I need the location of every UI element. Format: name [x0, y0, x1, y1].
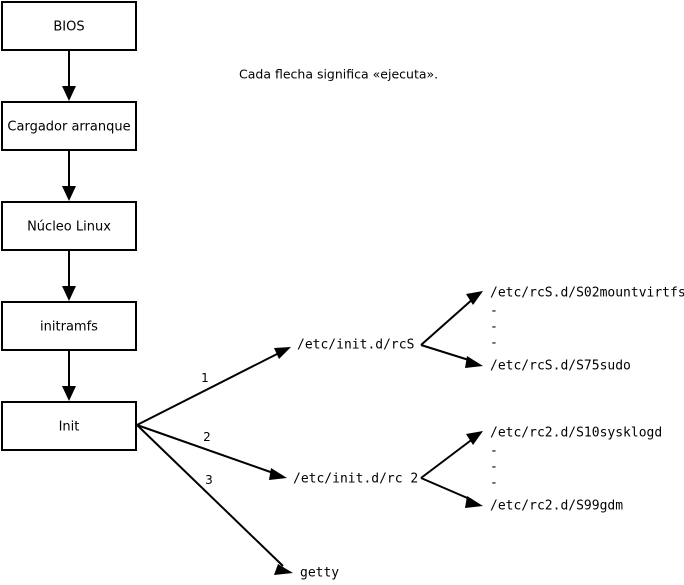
node-kernel-label: Núcleo Linux: [27, 220, 111, 235]
arrow-bios-to-bootloader: [62, 50, 76, 101]
node-init-rect: [1, 401, 137, 451]
arrow-bootloader-to-kernel: [62, 150, 76, 201]
rcs-ellipsis-dash-1: -: [490, 304, 498, 319]
node-bios: BIOS: [1, 1, 137, 51]
arrow-initramfs-to-init: [62, 350, 76, 401]
node-initramfs-label: initramfs: [40, 320, 98, 335]
arrow-init-branch-1: [136, 347, 291, 426]
node-bootloader-label: Cargador arranque: [7, 120, 130, 135]
arrow-rcs-to-last-script: [420, 344, 483, 368]
node-init-label: Init: [59, 420, 80, 435]
label-rcs-first-script: /etc/rcS.d/S02mountvirtfs: [490, 286, 684, 301]
rcs-ellipsis-dash-2: -: [490, 320, 498, 335]
rc2-ellipsis-dash-2: -: [490, 460, 498, 475]
label-init-d-rcs: /etc/init.d/rcS: [297, 338, 414, 353]
arrow-rcs-to-first-script: [420, 291, 483, 346]
node-initramfs-rect: [1, 301, 137, 351]
arrow-init-branch-3: [136, 424, 293, 575]
rc2-ellipsis-dash-1: -: [490, 444, 498, 459]
node-bootloader-rect: [1, 101, 137, 151]
edge-number-3: 3: [205, 473, 213, 487]
edge-number-2: 2: [203, 430, 211, 444]
arrow-init-branch-2: [136, 424, 287, 480]
arrow-kernel-to-initramfs: [62, 250, 76, 301]
label-rc2-last-script: /etc/rc2.d/S99gdm: [490, 499, 623, 514]
label-rc2-first-script: /etc/rc2.d/S10sysklogd: [490, 426, 662, 441]
rcs-ellipsis-dash-3: -: [490, 336, 498, 351]
node-bios-label: BIOS: [53, 20, 84, 35]
node-bootloader: Cargador arranque: [1, 101, 137, 151]
label-init-d-rc2: /etc/init.d/rc 2: [293, 472, 418, 487]
node-kernel: Núcleo Linux: [1, 201, 137, 251]
arrow-rc2-to-last-script: [420, 477, 483, 508]
diagram-caption: Cada flecha significa «ejecuta».: [239, 67, 438, 82]
node-initramfs: initramfs: [1, 301, 137, 351]
label-getty: getty: [300, 566, 339, 581]
arrow-rc2-to-first-script: [420, 431, 483, 479]
node-bios-rect: [1, 1, 137, 51]
rc2-ellipsis-dash-3: -: [490, 476, 498, 491]
edge-number-1: 1: [201, 371, 209, 385]
node-init: Init: [1, 401, 137, 451]
label-rcs-last-script: /etc/rcS.d/S75sudo: [490, 359, 631, 374]
